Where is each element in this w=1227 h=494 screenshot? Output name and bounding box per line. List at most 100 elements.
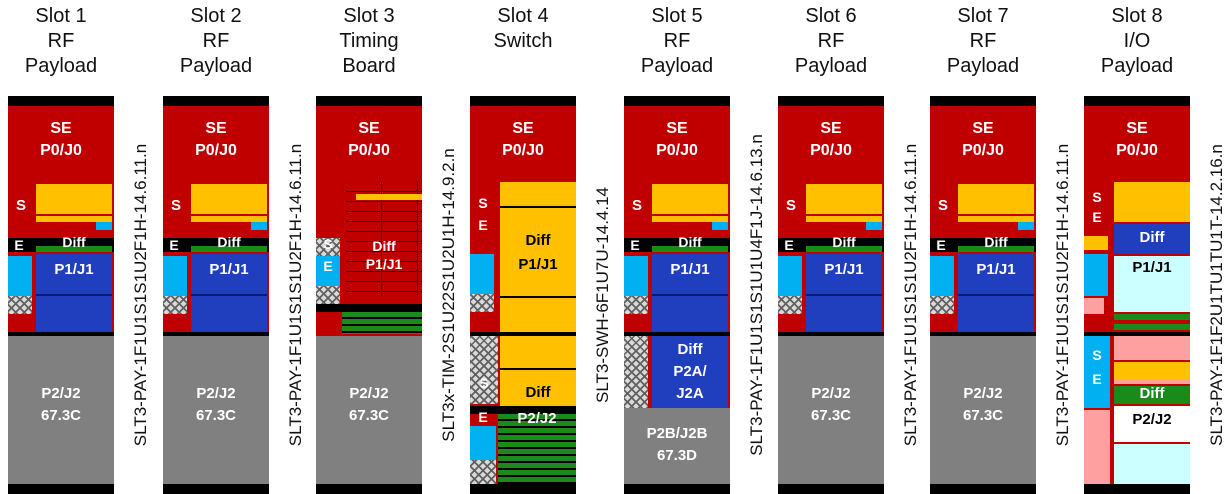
p1-label: P1/J1: [1132, 259, 1172, 276]
green-strip: [191, 246, 267, 252]
slot-header-line: Timing: [339, 30, 399, 52]
p0-section: [624, 106, 730, 182]
yellow-divider-3: [500, 368, 576, 370]
p0-label: SE P0/J0: [40, 120, 82, 159]
red-small-left: [316, 312, 342, 334]
s-label: S: [631, 197, 642, 214]
yellow-small-left: [1084, 236, 1108, 250]
red-small-left: [624, 314, 648, 332]
part-number-text: SLT3x-TIM-2S1U22S1U2U1H-14.9.2.n: [439, 148, 458, 442]
p0-label: SE P0/J0: [348, 120, 390, 159]
slot-header-line: Payload: [1100, 55, 1174, 77]
hatch-small: [624, 296, 648, 314]
green-diff: [1114, 386, 1190, 404]
bottom-black-bar: [163, 484, 269, 494]
top-black-bar: [624, 96, 730, 106]
green-strip: [958, 246, 1034, 252]
p1-label: P1/J1: [670, 261, 710, 278]
blue-p1: [36, 254, 112, 332]
yellow-strip: [1114, 362, 1190, 380]
p1-label: P1/J1: [518, 256, 558, 273]
slot-header-line: RF: [202, 30, 230, 52]
diff-label: Diff: [984, 234, 1008, 250]
black-divider: [930, 332, 1036, 336]
p0-label: SE P0/J0: [1116, 120, 1158, 159]
diff-label: Diff: [832, 234, 856, 250]
yellow-strip: [356, 194, 422, 200]
red-small: [958, 222, 1018, 230]
s-label: S: [1092, 189, 1102, 205]
bottom-black-bar: [470, 484, 576, 494]
black-divider: [316, 304, 422, 312]
p0-label: SE P0/J0: [656, 120, 698, 159]
black-divider: [1084, 332, 1190, 336]
part-number-label: SLT3-PAY-1F1F2U1TU1TU1T-14.2.16.n: [1202, 96, 1227, 494]
cyan-left: [163, 256, 187, 296]
cyan-small: [251, 222, 267, 230]
red-left-top: [316, 182, 342, 238]
blue-diff: [1114, 224, 1190, 254]
yellow-block: [36, 184, 112, 214]
hatch-bottom: [470, 460, 496, 484]
black-divider: [778, 332, 884, 336]
yellow-block: [958, 184, 1034, 214]
red-small-left: [930, 314, 954, 332]
diff2-label: Diff: [525, 384, 551, 401]
slot-header-line: Slot 8: [1111, 5, 1163, 27]
left-red-column: [1084, 182, 1110, 238]
blue-divider: [958, 294, 1034, 296]
yellow-block: [1114, 182, 1190, 222]
part-number-label: SLT3-PAY-1F1U1S1S1U2F1H-14.6.11.n: [281, 96, 311, 494]
slot-header-line: Slot 2: [190, 5, 242, 27]
slot-header-line: Slot 6: [805, 5, 857, 27]
part-number-text: SLT3-PAY-1F1F2U1TU1TU1T-14.2.16.n: [1207, 144, 1226, 446]
e-label: E: [169, 237, 179, 253]
p0-section: [470, 106, 576, 182]
blue-p1: [652, 254, 728, 332]
blue-p1: [958, 254, 1034, 332]
hatch-small: [930, 296, 954, 314]
cyan-left-2: [470, 426, 496, 460]
p2-gray: [8, 336, 114, 484]
slot-header-line: Slot 5: [651, 5, 703, 27]
top-black-bar: [930, 96, 1036, 106]
red-small-left: [8, 314, 32, 332]
hatch-small: [8, 296, 32, 314]
top-black-bar: [778, 96, 884, 106]
cyan-small: [866, 222, 882, 230]
p1-label: P1/J1: [54, 261, 94, 278]
p0-section: [8, 106, 114, 182]
blue-divider: [806, 294, 882, 296]
s-label: S: [170, 197, 181, 214]
p2-label: P2/J2 67.3C: [40, 385, 82, 424]
e-label: E: [784, 237, 794, 253]
yellow-strip: [652, 216, 728, 222]
green-strip: [1114, 314, 1190, 320]
slot-header-line: Slot 4: [497, 5, 549, 27]
red-small-left: [163, 314, 187, 332]
pink-small: [1084, 298, 1104, 314]
hatch-tall: [624, 336, 648, 408]
black-divider: [470, 332, 576, 336]
slot-header-line: RF: [47, 30, 75, 52]
green-strip-2: [1114, 324, 1190, 330]
cyan-left-2: [1084, 336, 1110, 408]
p2-label: P2/J2: [517, 410, 557, 427]
p2-gray: [930, 336, 1036, 484]
red-small: [36, 222, 96, 230]
black-divider: [8, 332, 114, 336]
blue-p1: [191, 254, 267, 332]
p0-section: [778, 106, 884, 182]
p2-gray: [316, 336, 422, 484]
green-stripes: [342, 312, 422, 334]
green-strip: [36, 246, 112, 252]
pink-strip: [1114, 380, 1190, 384]
hatch-small-2: [316, 286, 340, 304]
s-label: S: [785, 197, 796, 214]
